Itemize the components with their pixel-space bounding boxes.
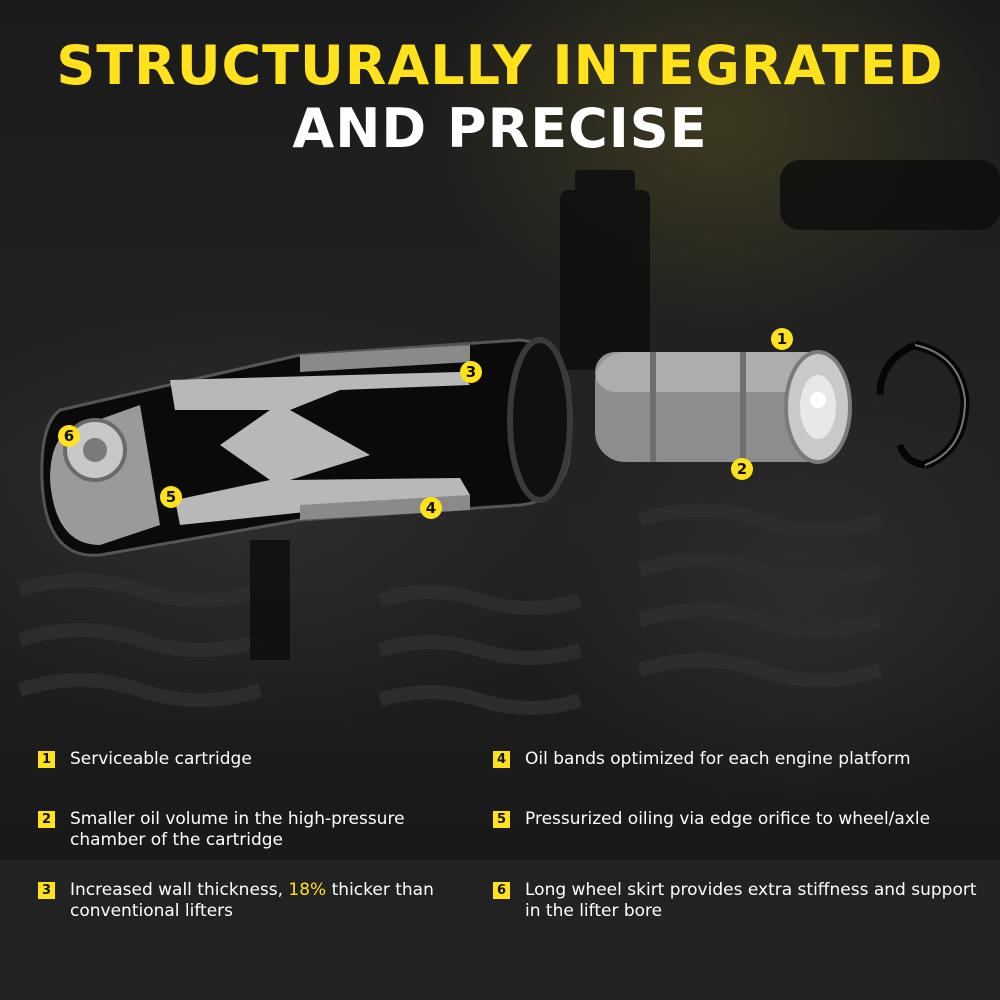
cartridge: [595, 350, 852, 464]
callout-2: 2: [731, 458, 753, 480]
feature-text-5: Pressurized oiling via edge orifice to w…: [525, 809, 931, 829]
callout-4: 4: [420, 497, 442, 519]
feature-highlight-18-percent: 18%: [288, 880, 327, 900]
feature-text-3-before: Increased wall thickness,: [70, 880, 289, 900]
feature-text-2: Smaller oil volume in the high-pressure …: [70, 809, 405, 850]
page-subtitle: AND PRECISE: [292, 97, 708, 160]
feature-item-3: 3 Increased wall thickness, 18% thicker …: [38, 880, 458, 922]
callout-5: 5: [160, 486, 182, 508]
feature-number-6: 6: [493, 882, 510, 899]
feature-item-5: 5 Pressurized oiling via edge orifice to…: [493, 809, 978, 830]
feature-number-1: 1: [38, 751, 55, 768]
lifter-body: [40, 337, 573, 557]
page-title: STRUCTURALLY INTEGRATED: [56, 34, 944, 97]
callout-1: 1: [771, 328, 793, 350]
callout-3: 3: [460, 361, 482, 383]
callout-6: 6: [58, 425, 80, 447]
feature-text-6: Long wheel skirt provides extra stiffnes…: [525, 880, 977, 921]
feature-text-4: Oil bands optimized for each engine plat…: [525, 749, 911, 769]
feature-number-5: 5: [493, 811, 510, 828]
retaining-clip: [876, 340, 970, 470]
feature-text-1: Serviceable cartridge: [70, 749, 252, 769]
feature-item-2: 2 Smaller oil volume in the high-pressur…: [38, 809, 458, 851]
feature-number-4: 4: [493, 751, 510, 768]
feature-item-6: 6 Long wheel skirt provides extra stiffn…: [493, 880, 978, 922]
feature-item-4: 4 Oil bands optimized for each engine pl…: [493, 749, 978, 770]
feature-item-1: 1 Serviceable cartridge: [38, 749, 458, 770]
feature-number-3: 3: [38, 882, 55, 899]
feature-number-2: 2: [38, 811, 55, 828]
feature-text-3: Increased wall thickness, 18% thicker th…: [70, 880, 458, 922]
feature-text-3-after: thicker than conventional lifters: [70, 880, 434, 921]
